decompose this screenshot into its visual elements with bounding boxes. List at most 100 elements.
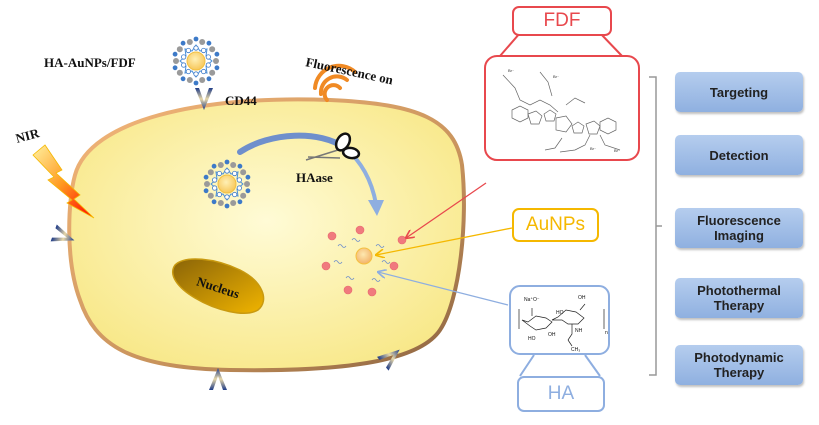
ha-chain-bead <box>176 69 183 76</box>
gold-nanoparticle <box>355 247 373 265</box>
positive-charge-icon <box>214 65 220 71</box>
ha-chain-bead <box>213 58 219 64</box>
positive-charge-icon <box>237 199 243 205</box>
cd44-label: CD44 <box>225 93 257 108</box>
negative-charge-icon <box>205 62 211 68</box>
positive-charge-icon <box>206 76 212 82</box>
ha-chain-bead <box>240 169 247 176</box>
negative-charge-icon <box>181 62 187 68</box>
ha-chain-bead <box>204 181 210 187</box>
positive-charge-icon <box>224 159 230 165</box>
positive-charge-icon <box>172 51 178 57</box>
positive-charge-icon <box>172 65 178 71</box>
aunps-label: AuNPs <box>525 214 586 235</box>
function-bracket <box>649 76 662 376</box>
negative-charge-icon <box>216 191 222 198</box>
ha-fragment <box>375 244 385 248</box>
negative-charge-icon <box>205 54 211 60</box>
negative-charge-icon <box>212 185 218 191</box>
negative-charge-icon <box>236 185 242 191</box>
negative-charge-icon <box>193 71 199 77</box>
ha-fragment <box>371 278 381 282</box>
ha-chain-bead <box>230 200 237 207</box>
negative-charge-icon <box>232 170 238 177</box>
ha-label-box: HA <box>517 376 605 412</box>
ha-fragment <box>345 276 355 280</box>
negative-charge-icon <box>224 168 230 174</box>
cell <box>67 97 466 373</box>
ha-chain-bead <box>199 77 206 84</box>
function-label: Detection <box>709 147 769 163</box>
aunps-label-box: AuNPs <box>512 208 599 242</box>
nucleus: Nucleus <box>172 258 265 314</box>
positive-charge-icon <box>180 40 186 46</box>
aunps-pointer-arrow <box>376 227 513 255</box>
fdf-structure-box <box>484 55 640 161</box>
negative-charge-icon <box>201 47 207 54</box>
cell-membrane <box>67 97 466 373</box>
fdf-dye-molecule <box>327 231 337 241</box>
released-cluster <box>321 225 407 297</box>
negative-charge-icon <box>181 54 187 60</box>
ha-chain-bead <box>209 46 216 53</box>
ha-atom-label: HO <box>528 336 536 342</box>
nanoprobe-outside-icon <box>172 36 220 86</box>
ha-fragment <box>351 238 361 242</box>
positive-charge-icon <box>211 199 217 205</box>
ha-atom-label: n <box>605 330 608 336</box>
negative-charge-icon <box>224 194 230 200</box>
positive-charge-icon <box>245 174 251 180</box>
charge-ring <box>172 36 220 86</box>
function-label: Photothermal Therapy <box>697 283 781 313</box>
probe-label: HA-AuNPs/FDF <box>44 55 136 70</box>
ha-chain-bead <box>217 200 224 207</box>
negative-charge-icon <box>232 191 238 198</box>
negative-charge-icon <box>201 68 207 75</box>
ha-pointer-arrow <box>378 272 509 306</box>
ha-atom-label: OH <box>548 332 556 338</box>
positive-charge-icon <box>211 163 217 169</box>
function-targeting: Targeting <box>675 72 803 112</box>
positive-charge-icon <box>193 80 199 86</box>
ha-chain-bead <box>217 161 224 168</box>
positive-charge-icon <box>224 203 230 209</box>
nir-label: NIR <box>14 125 41 146</box>
ha-chain-bead <box>186 77 193 84</box>
ha-chain-bead <box>199 38 206 45</box>
positive-charge-icon <box>245 188 251 194</box>
negative-charge-icon <box>236 177 242 183</box>
fdf-atom-label: Br⁻ <box>614 148 620 153</box>
ha-chain-bead <box>209 69 216 76</box>
function-photodynamic-therapy: Photodynamic Therapy <box>675 345 803 385</box>
ha-atom-label: HO <box>556 310 564 316</box>
negative-charge-icon <box>216 170 222 177</box>
ha-chain-bead <box>244 181 250 187</box>
ha-chain-bead <box>207 192 214 199</box>
fdf-dye-molecule <box>397 235 407 245</box>
fdf-atom-label: Br⁻ <box>590 146 596 151</box>
positive-charge-icon <box>203 174 209 180</box>
ha-atom-label: Na⁺O⁻ <box>524 297 540 303</box>
ha-atom-label: NH <box>575 328 583 334</box>
positive-charge-icon <box>214 51 220 57</box>
charge-ring <box>203 159 251 209</box>
ha-chain-bead <box>176 46 183 53</box>
fdf-dye-molecule <box>389 261 399 271</box>
ha-chain-bead <box>173 58 179 64</box>
nir-lightning-icon <box>32 144 95 219</box>
ha-chain-bead <box>230 161 237 168</box>
ha-chain-bead <box>207 169 214 176</box>
fdf-dye-molecule <box>367 287 377 297</box>
ha-fragment <box>333 260 343 264</box>
positive-charge-icon <box>193 36 199 42</box>
positive-charge-icon <box>237 163 243 169</box>
function-fluorescence-imaging: Fluorescence Imaging <box>675 208 803 248</box>
function-label: Targeting <box>709 84 769 100</box>
fluorescence-signal-icon <box>313 63 357 102</box>
function-detection: Detection <box>675 135 803 175</box>
function-label: Fluorescence Imaging <box>697 213 781 243</box>
haase-label: HAase <box>296 170 333 185</box>
ha-molecule-structure <box>518 303 605 347</box>
ha-fragment <box>337 244 347 248</box>
